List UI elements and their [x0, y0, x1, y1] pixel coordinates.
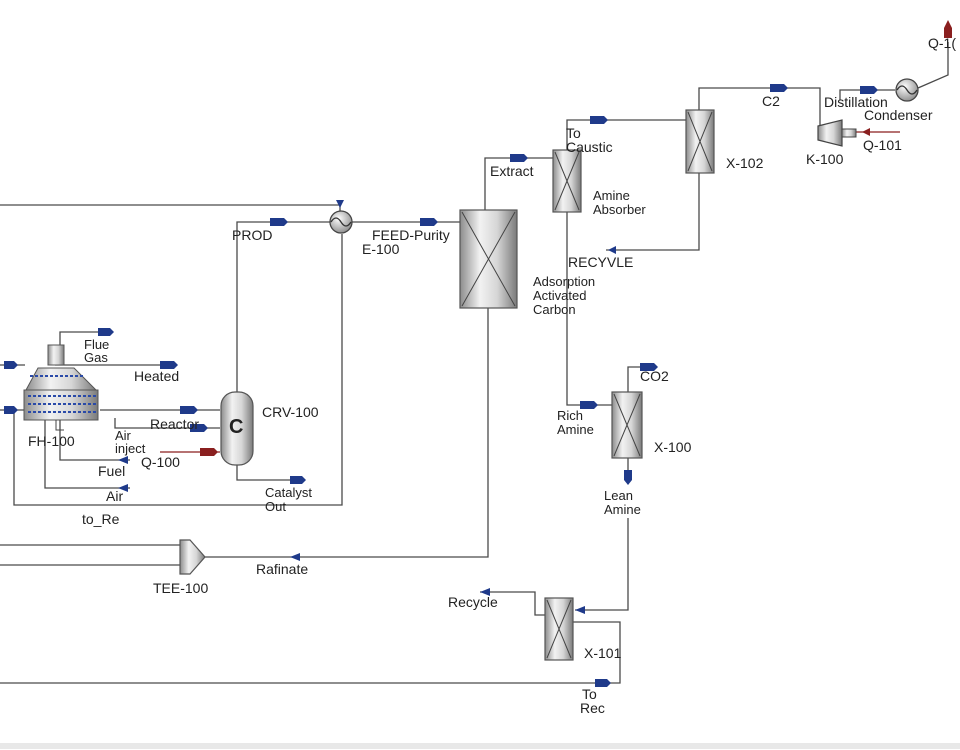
arrow-reactor — [180, 406, 198, 414]
arrow-to-caustic — [590, 116, 608, 124]
x102-unit[interactable] — [685, 109, 715, 174]
label-q101: Q-101 — [863, 137, 902, 153]
condenser[interactable] — [895, 78, 919, 102]
arrow-recyvle — [608, 246, 616, 254]
label-recycle: Recycle — [448, 594, 498, 610]
stream-lines — [0, 42, 949, 684]
label-flue: Flue — [84, 337, 109, 352]
arrow-heater-in2 — [4, 406, 18, 414]
label-q10x: Q-1( — [928, 35, 956, 51]
e100-exchanger[interactable] — [329, 210, 353, 234]
label-gas: Gas — [84, 350, 108, 365]
label-heated: Heated — [134, 368, 179, 384]
label-rec: Rec — [580, 700, 605, 716]
arrow-c2 — [770, 84, 788, 92]
label-distillation: Distillation — [824, 94, 888, 110]
tee100-splitter[interactable] — [179, 539, 206, 575]
label-x101: X-101 — [584, 645, 622, 661]
label-extract: Extract — [490, 163, 534, 179]
label-crv100: CRV-100 — [262, 404, 319, 420]
arrow-q10x — [944, 20, 952, 38]
arrow-q101 — [862, 128, 870, 136]
label-catalyst: Catalyst — [265, 485, 312, 500]
k100-compressor[interactable] — [817, 119, 857, 147]
label-q100: Q-100 — [141, 454, 180, 470]
label-absorber: Absorber — [593, 202, 646, 217]
label-air2: Air — [106, 488, 123, 504]
stream-labels: Q-1( C2 Distillation Condenser To Causti… — [28, 35, 956, 716]
label-lean: Lean — [604, 488, 633, 503]
label-inject: inject — [115, 441, 146, 456]
label-co2: CO2 — [640, 368, 669, 384]
label-to2: To — [582, 686, 597, 702]
arrow-extract — [510, 154, 528, 162]
x100-unit[interactable] — [611, 391, 643, 459]
arrow-lean-amine — [624, 470, 632, 485]
label-feed-purity: FEED-Purity — [372, 227, 450, 243]
label-carbon: Carbon — [533, 302, 576, 317]
stream-arrows — [4, 20, 952, 687]
arrow-rich-amine — [580, 401, 598, 409]
label-amine: Amine — [593, 188, 630, 203]
label-condenser: Condenser — [864, 107, 933, 123]
arrow-to-x101 — [575, 606, 585, 614]
arrow-air — [118, 484, 128, 492]
label-e100: E-100 — [362, 241, 400, 257]
arrow-heated — [160, 361, 178, 369]
label-x102: X-102 — [726, 155, 764, 171]
label-adsorption: Adsorption — [533, 274, 595, 289]
label-rafinate: Rafinate — [256, 561, 308, 577]
arrow-fuel — [118, 456, 128, 464]
arrow-flue-gas — [98, 328, 114, 336]
label-air: Air — [115, 428, 132, 443]
arrow-recycle — [480, 588, 490, 596]
label-activated: Activated — [533, 288, 586, 303]
label-to: To — [566, 125, 581, 141]
label-tee100: TEE-100 — [153, 580, 208, 596]
label-rich: Rich — [557, 408, 583, 423]
label-x100: X-100 — [654, 439, 692, 455]
label-fh100: FH-100 — [28, 433, 75, 449]
label-amine3: Amine — [604, 502, 641, 517]
arrow-distillation — [860, 86, 878, 94]
label-to-re: to_Re — [82, 511, 120, 527]
arrow-prod — [270, 218, 288, 226]
x101-unit[interactable] — [544, 597, 574, 661]
label-amine2: Amine — [557, 422, 594, 437]
label-fuel: Fuel — [98, 463, 125, 479]
amine-absorber[interactable] — [552, 149, 582, 213]
label-caustic: Caustic — [566, 139, 613, 155]
label-out: Out — [265, 499, 286, 514]
arrow-heater-in — [4, 361, 18, 369]
label-k100: K-100 — [806, 151, 844, 167]
label-c2: C2 — [762, 93, 780, 109]
arrow-rafinate — [290, 553, 300, 561]
fh100-fired-heater[interactable] — [23, 344, 99, 431]
arrow-co2 — [640, 363, 658, 371]
arrow-catalyst-out — [290, 476, 306, 484]
arrow-q100 — [200, 448, 218, 456]
arrow-top-recycle — [336, 200, 344, 208]
arrow-to-rec — [595, 679, 611, 687]
arrow-air-inject — [190, 424, 208, 432]
label-reactor: Reactor — [150, 416, 199, 432]
svg-text:C: C — [229, 416, 243, 438]
label-recyvle: RECYVLE — [568, 254, 633, 270]
arrow-feed — [420, 218, 438, 226]
adsorption-column[interactable] — [459, 209, 518, 309]
crv100-reactor[interactable]: C — [220, 391, 254, 466]
label-prod: PROD — [232, 227, 272, 243]
